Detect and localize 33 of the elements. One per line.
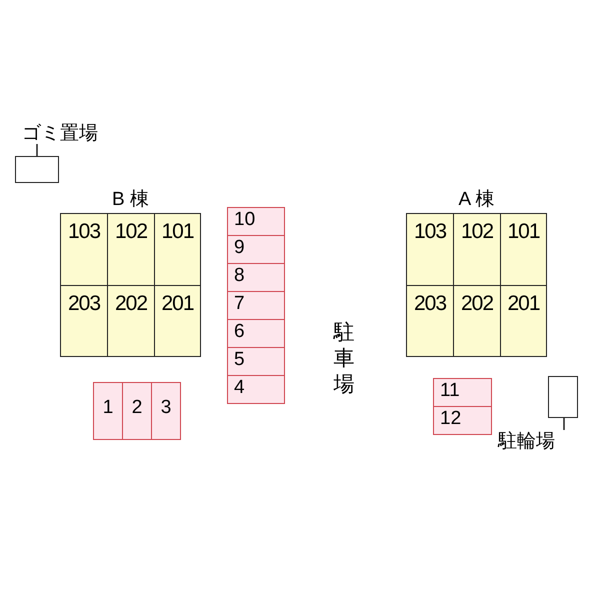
leader-line	[563, 418, 565, 430]
unit-cell: 103	[60, 213, 108, 286]
unit-cell: 103	[406, 213, 454, 286]
unit-cell: 203	[406, 285, 454, 357]
parking-space: 2	[122, 382, 152, 440]
unit-cell: 201	[500, 285, 547, 357]
area-label: 駐輪場	[498, 428, 578, 456]
parking-space: 4	[227, 375, 285, 404]
leader-line	[36, 144, 38, 156]
parking-space: 8	[227, 263, 285, 292]
unit-cell: 203	[60, 285, 108, 357]
unit-cell: 101	[500, 213, 547, 286]
building-label: B 棟	[111, 188, 150, 212]
parking-space: 12	[433, 406, 492, 435]
area-label: 駐車場	[333, 320, 355, 398]
parking-space: 6	[227, 319, 285, 348]
unit-cell: 202	[107, 285, 155, 357]
area-box	[15, 156, 59, 183]
building-label: A 棟	[458, 188, 496, 212]
parking-space: 3	[151, 382, 181, 440]
unit-cell: 201	[154, 285, 201, 357]
parking-space: 10	[227, 207, 285, 236]
parking-space: 1	[93, 382, 123, 440]
unit-cell: 101	[154, 213, 201, 286]
parking-space: 11	[433, 378, 492, 407]
parking-space: 9	[227, 235, 285, 264]
parking-space: 7	[227, 291, 285, 320]
unit-cell: 202	[453, 285, 501, 357]
parking-space: 5	[227, 347, 285, 376]
unit-cell: 102	[107, 213, 155, 286]
area-label: ゴミ置場	[22, 120, 122, 146]
unit-cell: 102	[453, 213, 501, 286]
area-box	[548, 376, 578, 418]
